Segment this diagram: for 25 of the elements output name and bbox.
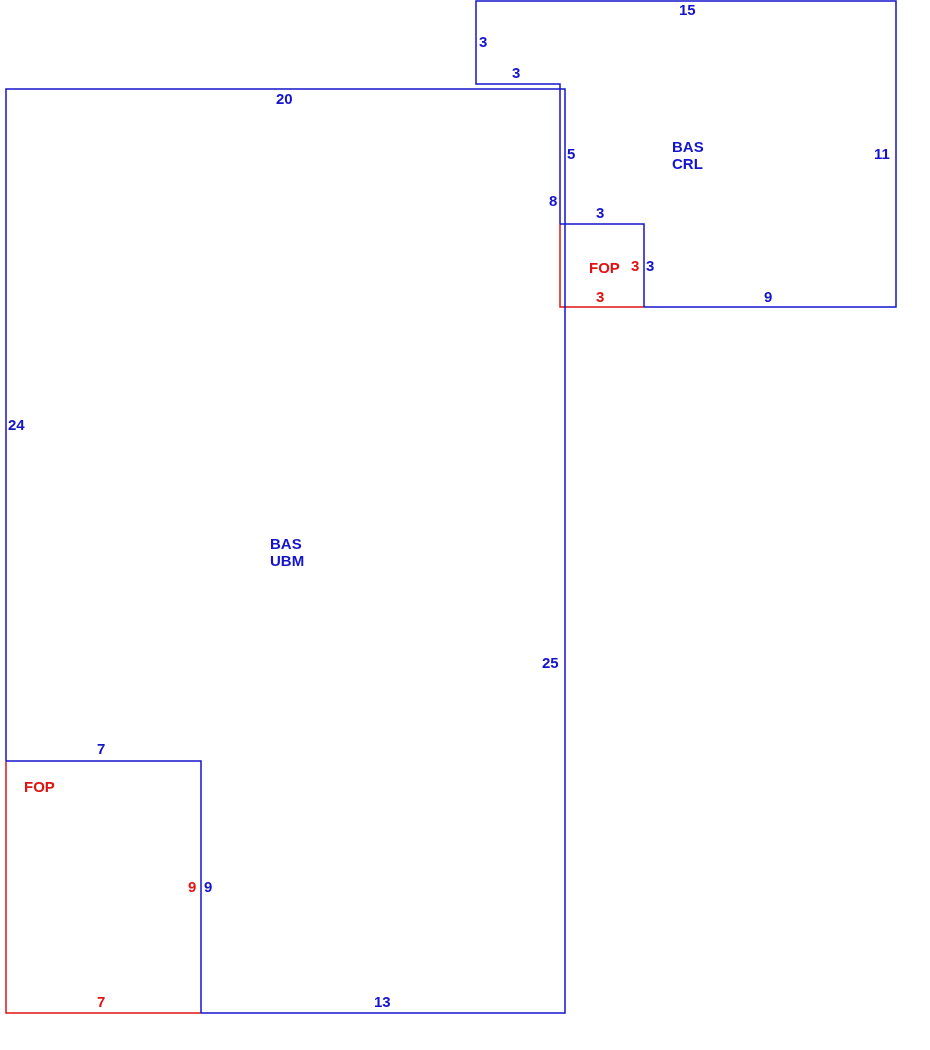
dimension-label: 11 <box>874 145 890 162</box>
dimension-label: 7 <box>97 993 106 1010</box>
dimension-label: 25 <box>542 654 559 671</box>
dimension-label: 3 <box>479 33 488 50</box>
room-name: FOP <box>24 778 55 795</box>
dimension-label: 3 <box>512 64 521 81</box>
room-name: BAS CRL <box>672 138 705 172</box>
dimension-label: 9 <box>764 288 773 305</box>
dimension-label: 3 <box>596 204 605 221</box>
dimension-label: 3 <box>646 257 655 274</box>
dimension-label: 15 <box>679 1 696 18</box>
dimension-label: 3 <box>631 257 640 274</box>
dimension-label: 9 <box>188 878 197 895</box>
dimension-label: 5 <box>567 145 576 162</box>
room-outline <box>476 1 896 307</box>
dimension-label: 3 <box>596 288 605 305</box>
room-name: FOP <box>589 259 620 276</box>
dimension-label: 24 <box>8 416 25 433</box>
room-name: BAS UBM <box>270 535 306 569</box>
dimension-label: 7 <box>97 740 106 757</box>
dimension-label: 9 <box>204 878 213 895</box>
dimension-label: 20 <box>276 90 293 107</box>
room-outline <box>6 89 565 1013</box>
dimension-label: 13 <box>374 993 391 1010</box>
dimension-label: 8 <box>549 192 558 209</box>
